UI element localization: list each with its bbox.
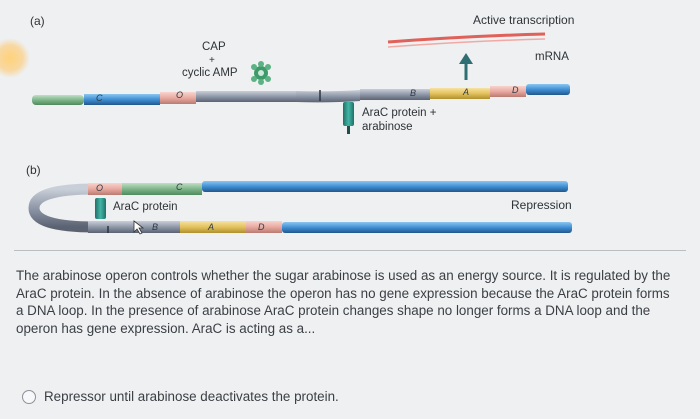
segment-b-c: C xyxy=(176,182,183,192)
cap-camp-molecule xyxy=(251,61,271,85)
active-transcription-label: Active transcription xyxy=(473,13,575,27)
segment-a-c: C xyxy=(96,93,103,103)
dna-a-left-green xyxy=(32,95,84,105)
arac-arabinose-label-line2: arabinose xyxy=(362,121,413,133)
transcription-arrow xyxy=(459,53,473,80)
dna-b-bottom-blue xyxy=(282,222,572,233)
segment-b-a: A xyxy=(208,222,215,232)
radio-button[interactable] xyxy=(22,389,36,404)
cap-label: CAP xyxy=(202,41,226,53)
answer-option-1[interactable]: Repressor until arabinose deactivates th… xyxy=(22,389,339,404)
dna-a-a-region xyxy=(430,88,490,99)
dna-b-o-region xyxy=(88,183,122,195)
dna-a-d-region xyxy=(490,86,526,97)
panel-b-dna-loop xyxy=(28,181,572,233)
question-text: The arabinose operon controls whether th… xyxy=(16,268,671,336)
mrna-strand xyxy=(387,32,546,44)
dna-a-middle-curve xyxy=(296,90,360,103)
dna-b-c-region xyxy=(122,183,202,195)
arac-arabinose-protein xyxy=(343,102,354,134)
segment-b-o: O xyxy=(96,183,104,193)
mrna-label: mRNA xyxy=(535,51,569,63)
dna-b-arac-protein xyxy=(95,198,106,219)
arac-arabinose-label-line1: AraC protein + xyxy=(362,107,437,119)
dna-a-right-blue xyxy=(526,84,570,95)
mrna-strand-shadow xyxy=(387,38,546,48)
dna-a-c-region xyxy=(84,94,160,105)
panel-a-label: (a) xyxy=(30,14,45,28)
segment-b-b: B xyxy=(152,222,159,232)
panel-a-dna xyxy=(32,84,570,105)
dna-a-middle xyxy=(196,91,296,102)
operon-diagram xyxy=(28,32,572,235)
cyclic-amp-label: cyclic AMP xyxy=(182,67,238,79)
answer-option-label: Repressor until arabinose deactivates th… xyxy=(44,389,339,404)
plus-sign: + xyxy=(209,55,215,66)
segment-b-d: D xyxy=(258,222,265,232)
segment-a-b: B xyxy=(410,88,417,98)
divider-line xyxy=(14,250,686,251)
dna-a-b-region xyxy=(360,89,430,100)
dna-a-o-region xyxy=(160,92,196,104)
segment-a-a: A xyxy=(463,87,470,97)
segment-a-o: O xyxy=(176,90,184,100)
dna-b-a-region xyxy=(180,221,246,233)
cursor-arrow-icon xyxy=(133,220,145,235)
arac-protein-label: AraC protein xyxy=(113,201,178,213)
dna-b-d-region xyxy=(246,221,282,233)
segment-a-d: D xyxy=(512,85,519,95)
repression-label: Repression xyxy=(511,198,572,212)
dna-b-top-blue xyxy=(202,181,568,192)
panel-b-label: (b) xyxy=(26,163,41,177)
